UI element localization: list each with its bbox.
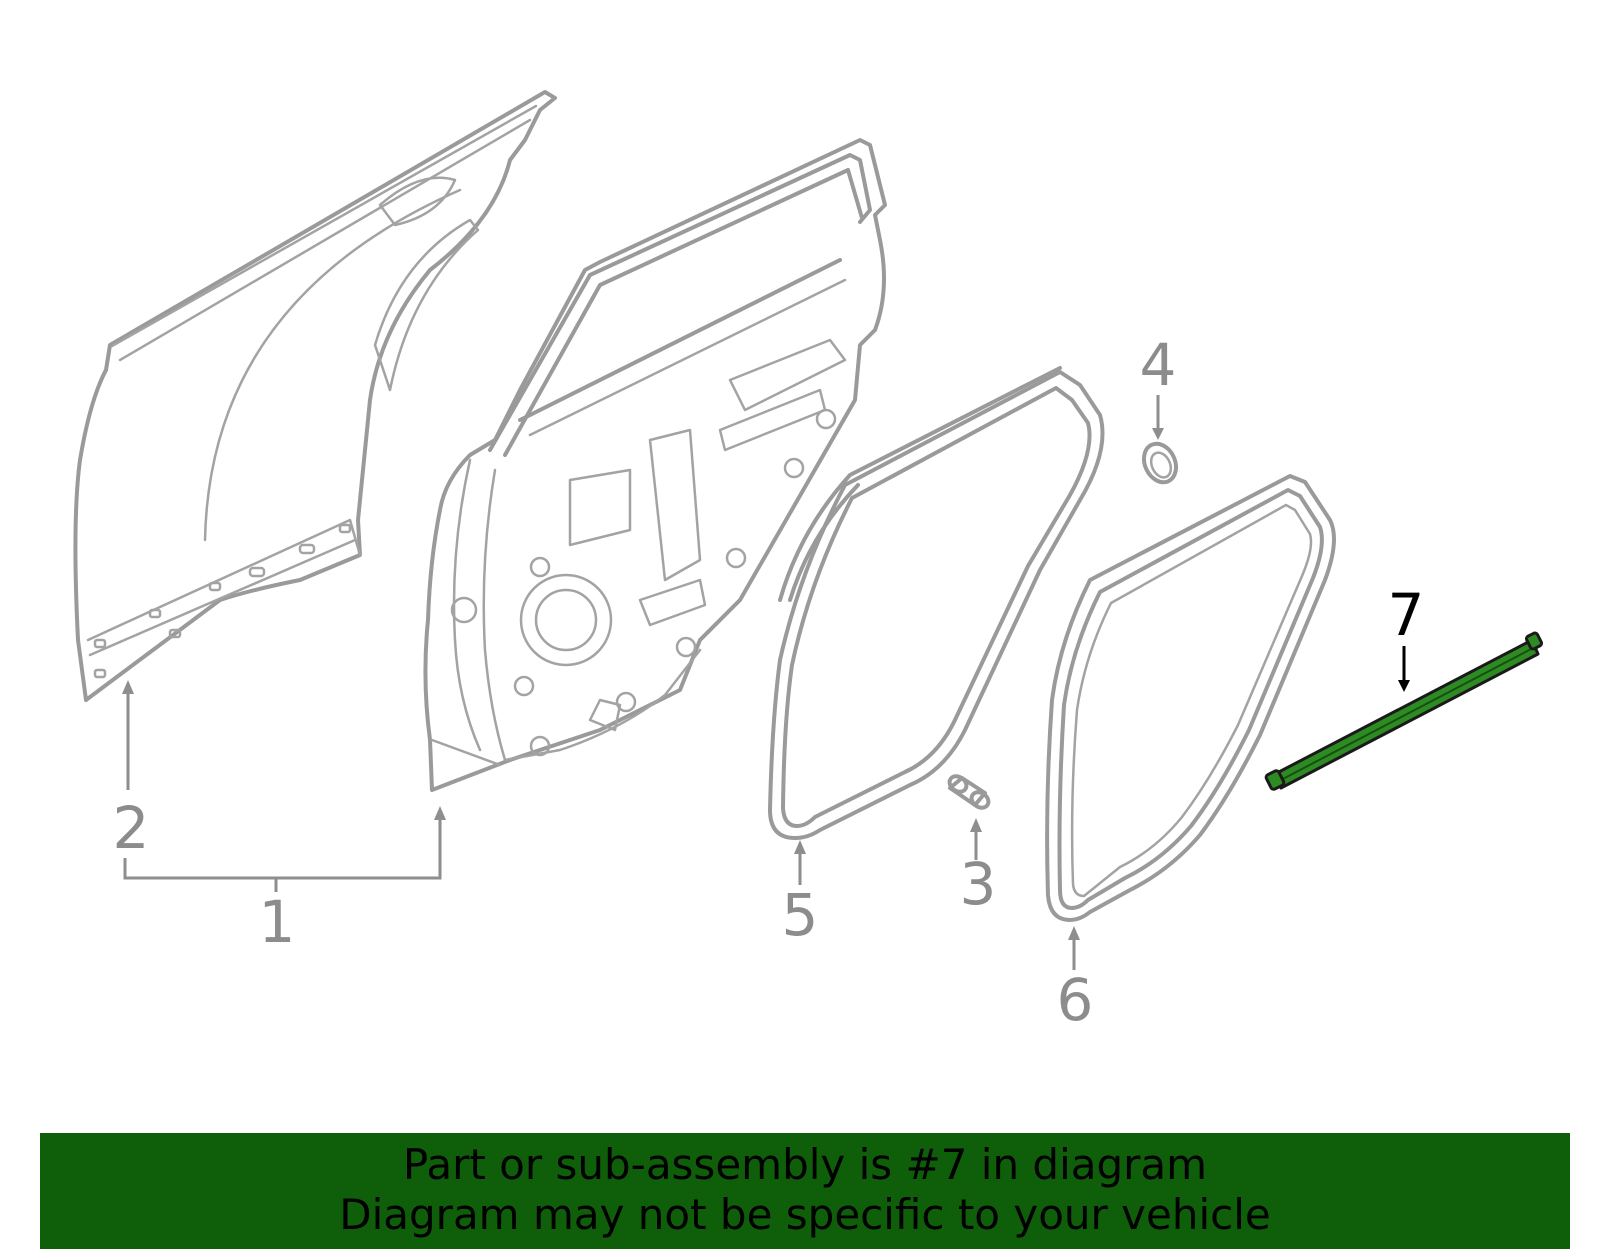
callout-4: 4 xyxy=(1140,331,1177,399)
door-outer-panel xyxy=(73,90,557,702)
callout-7: 7 xyxy=(1388,581,1425,649)
highlighted-part-seal-strip xyxy=(1264,631,1543,791)
callout-3: 3 xyxy=(960,850,997,918)
callout-2: 2 xyxy=(113,794,150,862)
door-weatherstrip xyxy=(768,366,1105,840)
door-bumper xyxy=(947,774,991,810)
callout-6: 6 xyxy=(1057,966,1094,1034)
banner-line-2: Diagram may not be specific to your vehi… xyxy=(339,1190,1271,1239)
leader-lines xyxy=(122,395,1410,970)
banner-line-1: Part or sub-assembly is #7 in diagram xyxy=(402,1140,1208,1189)
door-plug-grommet xyxy=(1141,441,1179,485)
door-shell-assembly xyxy=(423,138,887,792)
info-banner: Part or sub-assembly is #7 in diagram Di… xyxy=(40,1133,1570,1249)
callout-1: 1 xyxy=(259,888,296,956)
body-side-weatherstrip xyxy=(1045,474,1336,922)
callout-5: 5 xyxy=(782,881,819,949)
